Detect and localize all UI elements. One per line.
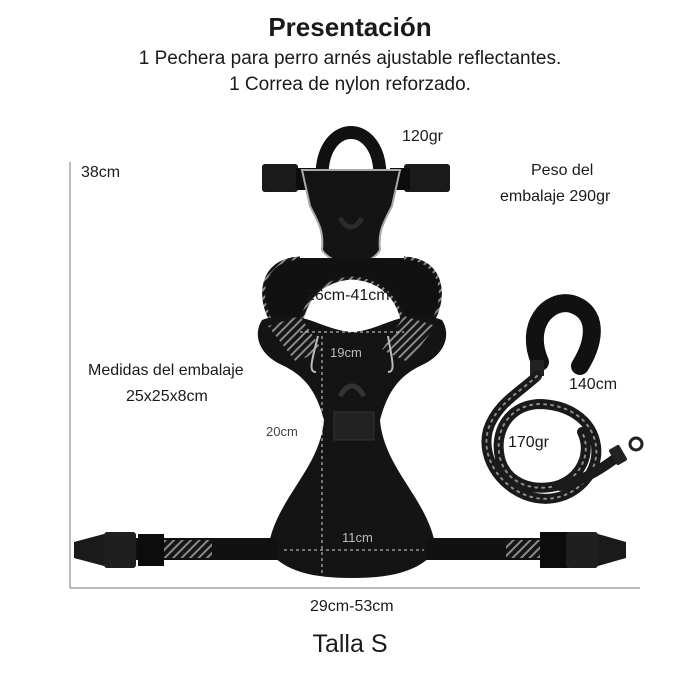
buckle-icon — [598, 534, 626, 566]
leash-weight-label: 170gr — [508, 434, 549, 451]
buckle-icon — [74, 534, 104, 566]
harness-weight-label: 120gr — [402, 128, 443, 145]
leash — [481, 294, 644, 504]
buckle-icon — [104, 532, 136, 568]
girth-range-label: 29cm-53cm — [310, 598, 394, 615]
chest-top-label: 19cm — [330, 345, 362, 360]
package-dims-label-1: Medidas del embalaje — [88, 362, 244, 379]
package-weight-label-2: embalaje 290gr — [500, 188, 611, 205]
package-weight-label-1: Peso del — [531, 162, 594, 179]
neck-strap — [262, 256, 442, 341]
leash-clip-icon — [628, 436, 644, 452]
page-title: Presentación — [268, 12, 432, 42]
buckle-icon — [566, 532, 598, 568]
buckle-icon — [262, 164, 298, 192]
upper-back-pad — [300, 169, 402, 265]
body-length-label: 20cm — [266, 424, 298, 439]
d-ring-icon — [337, 383, 367, 398]
height-label: 38cm — [81, 164, 121, 181]
description-line-2: 1 Correa de nylon reforzado. — [229, 74, 471, 95]
chest-plate — [257, 315, 447, 578]
handle-icon — [315, 126, 387, 183]
d-ring-icon — [337, 216, 365, 230]
bottom-width-label: 11cm — [342, 530, 373, 545]
description-line-1: 1 Pechera para perro arnés ajustable ref… — [138, 48, 562, 69]
neck-range-label: 26cm-41cm — [306, 287, 390, 304]
harness — [74, 126, 626, 578]
package-dims-label-2: 25x25x8cm — [126, 388, 208, 405]
size-label: Talla S — [312, 630, 388, 658]
leash-length-label: 140cm — [569, 376, 618, 393]
buckle-icon — [404, 164, 450, 192]
leash-handle-icon — [525, 294, 601, 375]
